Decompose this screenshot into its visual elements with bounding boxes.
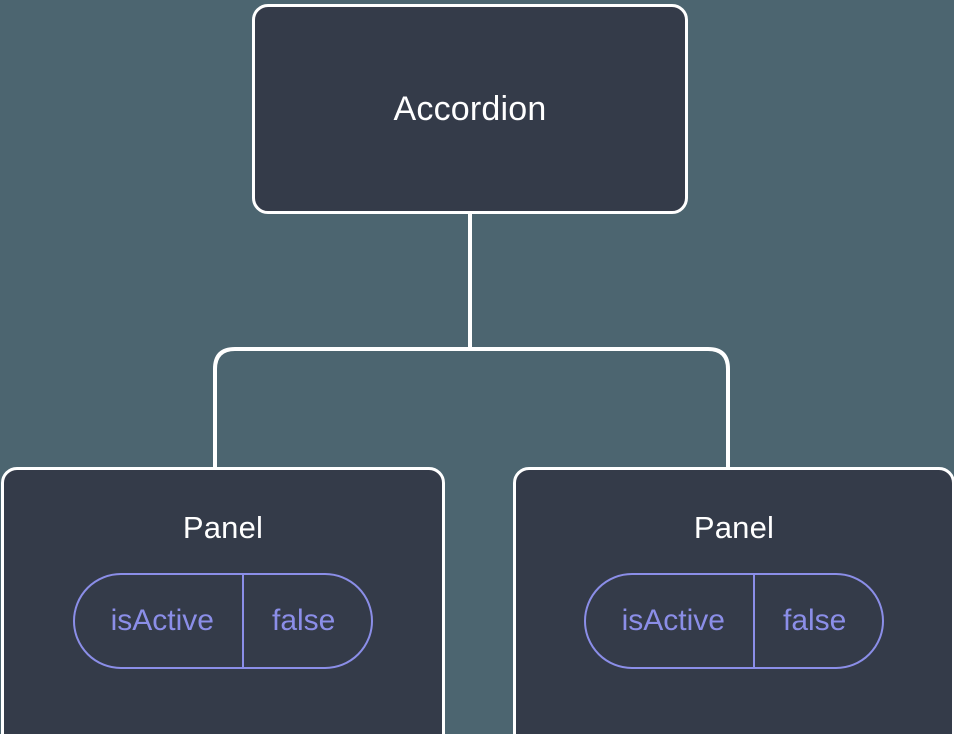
- node-panel-left-title: Panel: [182, 510, 264, 545]
- node-accordion[interactable]: Accordion: [252, 4, 688, 214]
- prop-key-isactive: isActive: [110, 604, 214, 637]
- edge-root-to-panel-right: [470, 347, 730, 470]
- prop-pill-right[interactable]: isActive false: [583, 573, 885, 669]
- node-panel-left[interactable]: Panel isActive false: [1, 467, 445, 734]
- prop-pill-left[interactable]: isActive false: [72, 573, 374, 669]
- node-panel-right-title: Panel: [693, 510, 775, 545]
- node-accordion-title: Accordion: [393, 90, 547, 128]
- node-panel-right[interactable]: Panel isActive false: [513, 467, 954, 734]
- prop-value-isactive: false: [752, 575, 882, 667]
- prop-value-isactive: false: [241, 575, 371, 667]
- prop-key-isactive: isActive: [621, 604, 725, 637]
- edge-root-to-panel-left: [213, 347, 470, 470]
